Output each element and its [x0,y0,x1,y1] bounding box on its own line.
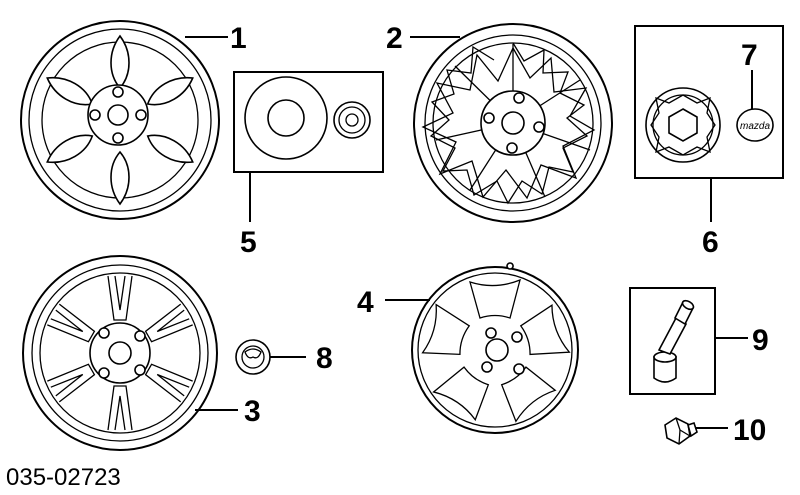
callout-10: 10 [733,414,766,447]
wheel-4-cover [411,262,579,434]
wheel-3-alloy [22,255,218,451]
tire-valve [653,299,695,383]
wheel-1-alloy [20,20,220,220]
callout-6: 6 [702,226,719,259]
callout-7: 7 [741,39,758,72]
callout-3: 3 [244,395,261,428]
diagram-code: 035-02723 [6,464,121,491]
callout-9: 9 [752,324,769,357]
wheel-2-mesh [413,23,613,223]
part-8-center-cap [235,339,306,375]
box-6-center-cap-set: mazda [634,25,784,222]
part-10-lug-nut [664,417,728,445]
hub-nut-cap [645,87,721,163]
emblem-text: mazda [740,121,770,132]
wheel-2-lattice [421,42,596,205]
callout-2: 2 [386,22,403,55]
callout-1: 1 [230,22,247,55]
box-9-valve [629,287,748,395]
small-cap-emblem [333,101,371,139]
box-5-center-cap [233,71,384,222]
callout-4: 4 [357,286,374,319]
callout-8: 8 [316,342,333,375]
wheel-1-spokes [46,34,194,206]
callout-5: 5 [240,226,257,259]
mazda-emblem: mazda [736,108,774,142]
wheel-3-spokes [47,275,193,431]
